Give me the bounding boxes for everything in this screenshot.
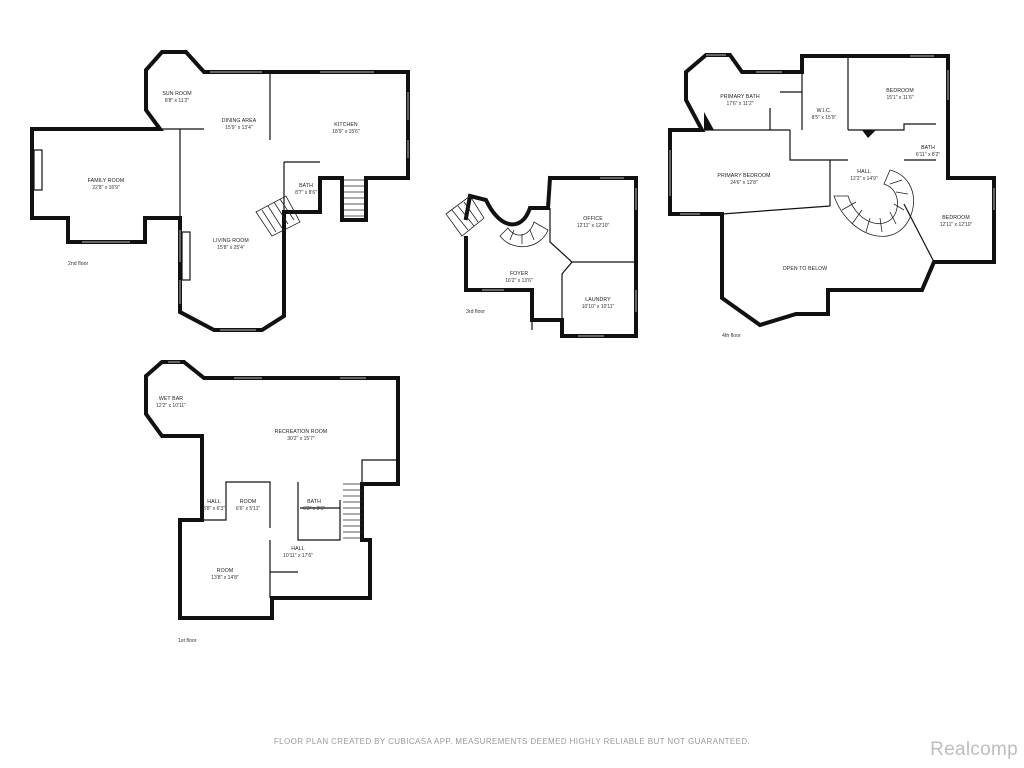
room-dims-room: 13'8" x 14'8" <box>211 575 239 581</box>
fireplace-family-room <box>33 149 43 191</box>
room-dims-primary-bedroom: 24'6" x 12'8" <box>730 180 758 186</box>
room-name-wic: W.I.C. <box>817 108 832 114</box>
room-dims-bedroom-b: 12'11" x 12'10" <box>940 222 973 228</box>
room-dims-bath-1st: 6'3" x 8'6" <box>303 506 325 512</box>
room-dims-bath-4th: 6'11" x 8'2" <box>916 152 940 158</box>
room-dims-recreation-room: 30'2" x 15'7" <box>287 436 315 442</box>
third-floor-inner-walls <box>531 208 636 330</box>
fourth-floor-windows <box>669 54 995 215</box>
room-dims-wic: 8'5" x 15'9" <box>812 115 837 121</box>
room-name-bath-4th: BATH <box>921 145 935 151</box>
first-floor-outline <box>144 360 400 620</box>
room-name-sun-room: SUN ROOM <box>162 91 191 97</box>
room-name-bedroom-b: BEDROOM <box>942 215 970 221</box>
room-name-primary-bedroom: PRIMARY BEDROOM <box>717 173 770 179</box>
room-dims-family-room: 22'8" x 16'9" <box>92 185 120 191</box>
room-name-family-room: FAMILY ROOM <box>88 178 125 184</box>
room-name-bath-1st: BATH <box>307 499 321 505</box>
floor-label-2nd: 2nd floor <box>68 261 88 267</box>
room-name-hall-small: HALL <box>207 499 220 505</box>
fourth-floor-notch <box>862 130 876 138</box>
second-floor-windows <box>82 71 409 331</box>
room-dims-foyer: 16'2" x 13'6" <box>505 278 533 284</box>
room-dims-room-small: 6'6" x 5'11" <box>236 506 260 512</box>
fourth-floor-inner-walls <box>702 56 936 263</box>
room-dims-primary-bath: 17'6" x 11'2" <box>726 101 753 107</box>
first-floor-inner-walls <box>201 436 398 598</box>
third-floor-stairs <box>445 195 549 248</box>
fourth-floor-outline <box>668 53 996 328</box>
room-name-laundry: LAUNDRY <box>585 297 611 303</box>
room-dims-hall-4th: 12'2" x 14'9" <box>850 176 878 182</box>
room-dims-dining-area: 15'9" x 13'4" <box>225 125 253 131</box>
room-dims-wet-bar: 12'2" x 10'11" <box>156 403 186 409</box>
room-name-foyer: FOYER <box>510 271 529 277</box>
room-name-hall-4th: HALL <box>857 169 870 175</box>
first-floor-stairs <box>343 483 363 539</box>
room-name-hall-1st: HALL <box>291 546 304 552</box>
first-floor-windows <box>168 361 366 379</box>
room-dims-office: 12'11" x 12'10" <box>577 223 610 229</box>
room-name-bedroom-a: BEDROOM <box>886 88 914 94</box>
room-name-room: ROOM <box>217 568 234 574</box>
floor-label-4th: 4th floor <box>722 333 741 339</box>
fireplace-living-room <box>181 231 191 281</box>
floor-1st: WET BAR 12'2" x 10'11" RECREATION ROOM 3… <box>144 360 400 644</box>
fourth-floor-corner-fill <box>704 112 714 130</box>
floor-3rd: OFFICE 12'11" x 12'10" FOYER 16'2" x 13'… <box>445 175 638 338</box>
second-floor-outline <box>30 50 410 332</box>
second-floor-inner-walls <box>160 72 321 218</box>
floor-4th: PRIMARY BATH 17'6" x 11'2" W.I.C. 8'5" x… <box>668 53 996 339</box>
floor-label-3rd: 3rd floor <box>466 309 485 315</box>
fourth-floor-spiral-stairs <box>833 169 914 237</box>
room-dims-hall-1st: 10'11" x 17'6" <box>283 553 313 559</box>
room-name-recreation-room: RECREATION ROOM <box>275 429 328 435</box>
room-name-bath-2nd: BATH <box>299 183 313 189</box>
floor-2nd: SUN ROOM 8'8" x 11'2" DINING AREA 15'9" … <box>30 50 410 332</box>
brand-watermark: Realcomp <box>930 739 1018 760</box>
room-name-primary-bath: PRIMARY BATH <box>720 94 760 100</box>
room-dims-bedroom-a: 15'1" x 11'6" <box>886 95 913 101</box>
footer-disclaimer: FLOOR PLAN CREATED BY CUBICASA APP. MEAS… <box>273 737 751 746</box>
room-name-kitchen: KITCHEN <box>334 122 358 128</box>
room-name-office: OFFICE <box>583 216 603 222</box>
room-dims-living-room: 15'8" x 25'4" <box>217 245 245 251</box>
room-dims-kitchen: 18'9" x 15'6" <box>332 129 360 135</box>
room-dims-hall-small: 3'8" x 6'3" <box>203 506 225 512</box>
room-dims-sun-room: 8'8" x 11'2" <box>165 98 189 104</box>
room-name-open-to-below: OPEN TO BELOW <box>783 266 828 272</box>
room-name-living-room: LIVING ROOM <box>213 238 249 244</box>
floor-label-1st: 1st floor <box>178 638 197 644</box>
room-name-room-small: ROOM <box>240 499 257 505</box>
third-floor-windows <box>482 177 637 337</box>
third-floor-outline <box>463 175 638 338</box>
room-name-dining-area: DINING AREA <box>222 118 257 124</box>
room-name-wet-bar: WET BAR <box>159 396 183 402</box>
second-floor-stairs <box>255 179 364 237</box>
room-dims-bath-2nd: 8'7" x 8'6" <box>295 190 317 196</box>
room-dims-laundry: 10'10" x 10'11" <box>582 304 615 310</box>
